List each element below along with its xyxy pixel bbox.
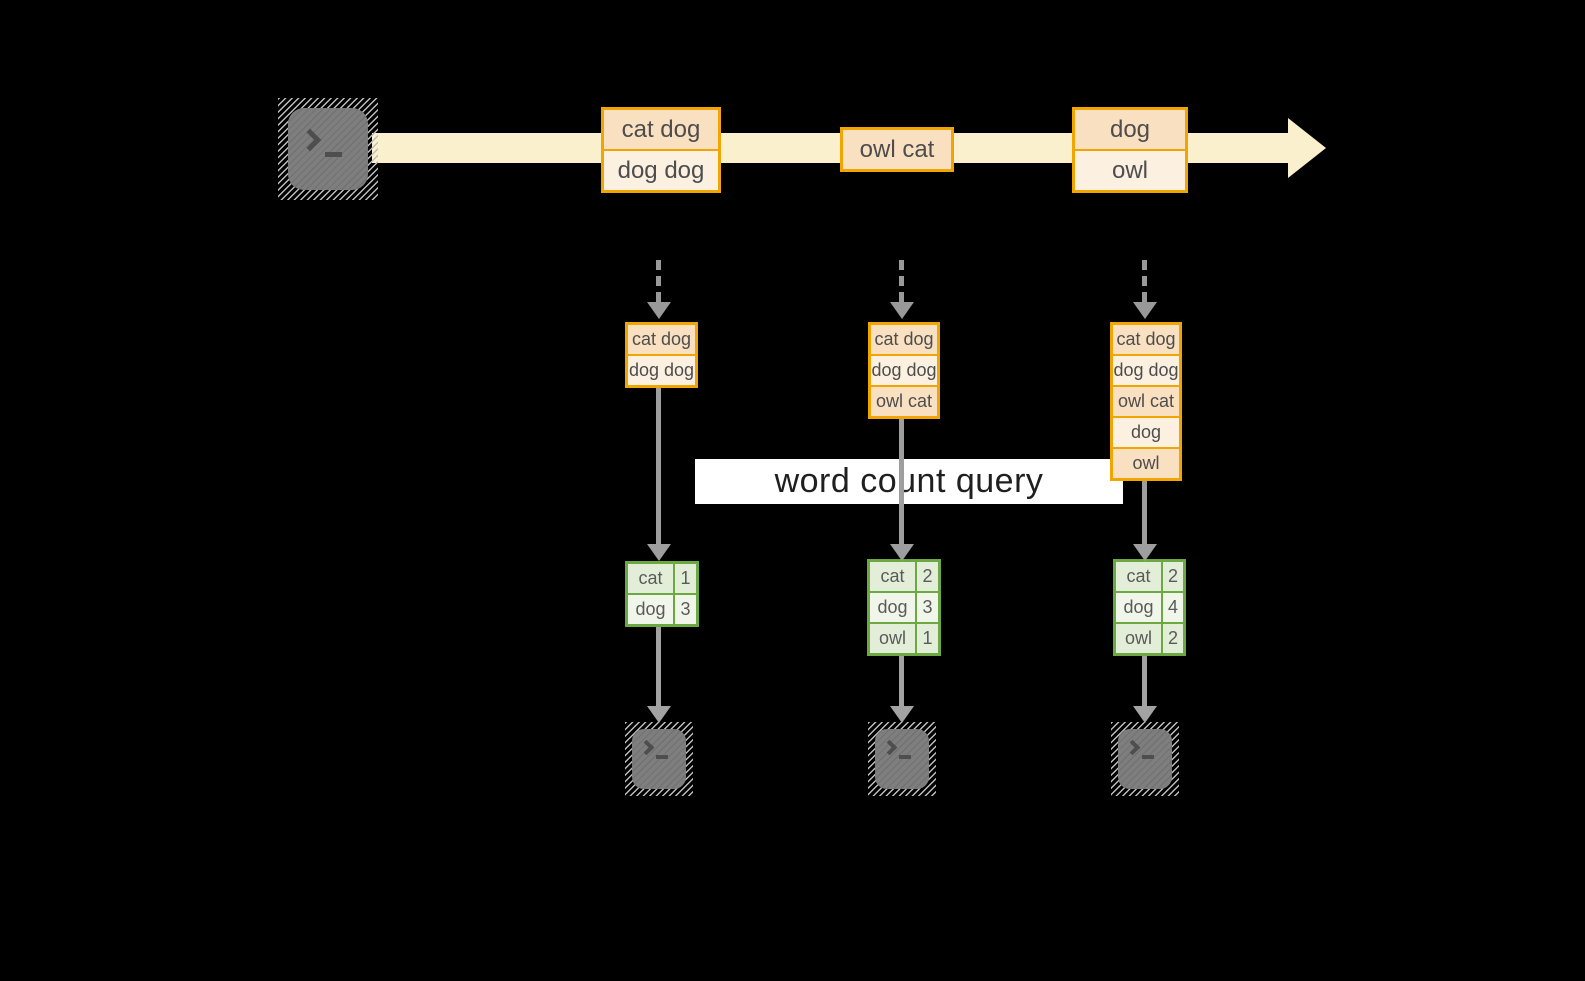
- prompt-underscore-icon: [656, 755, 668, 759]
- microbatch-stack-3: cat dog dog dog owl cat dog owl: [1110, 322, 1182, 481]
- word-cell: cat: [1116, 562, 1161, 591]
- down-arrow-head-icon: [890, 544, 914, 561]
- stream-batch-3: dog owl: [1072, 107, 1188, 193]
- count-cell: 1: [675, 564, 696, 593]
- table-row: cat 2: [870, 562, 938, 591]
- stream-batch-1: cat dog dog dog: [601, 107, 721, 193]
- word-cell: cat: [628, 564, 673, 593]
- dashed-arrow-line: [899, 260, 904, 302]
- count-cell: 3: [917, 593, 938, 622]
- stack-record: dog dog: [1113, 354, 1179, 385]
- stream-record: owl cat: [843, 130, 951, 169]
- stack-record: owl: [1113, 447, 1179, 478]
- table-row: cat 1: [628, 564, 696, 593]
- prompt-underscore-icon: [1142, 755, 1154, 759]
- prompt-underscore-icon: [899, 755, 911, 759]
- query-label: word count query: [774, 462, 1044, 500]
- prompt-chevron-icon: [881, 739, 898, 756]
- down-arrow-head-icon: [890, 706, 914, 723]
- count-cell: 3: [675, 595, 696, 624]
- down-arrow-head-icon: [1133, 706, 1157, 723]
- stack-record: owl cat: [871, 385, 937, 416]
- microbatch-stack-1: cat dog dog dog: [625, 322, 698, 388]
- sink-terminal-icon: [625, 722, 693, 796]
- stream-record: owl: [1075, 149, 1185, 190]
- prompt-chevron-icon: [1124, 739, 1141, 756]
- down-arrow-head-icon: [1133, 544, 1157, 561]
- stack-record: owl cat: [1113, 385, 1179, 416]
- prompt-chevron-icon: [298, 128, 322, 152]
- down-arrow-head-icon: [647, 544, 671, 561]
- word-cell: dog: [1116, 593, 1161, 622]
- source-terminal-icon: [278, 98, 378, 200]
- stream-batch-2: owl cat: [840, 127, 954, 172]
- down-arrow-head-icon: [1133, 302, 1157, 319]
- word-cell: owl: [1116, 624, 1161, 653]
- word-cell: dog: [628, 595, 673, 624]
- stack-record: cat dog: [1113, 325, 1179, 354]
- wordcount-table-2: cat 2 dog 3 owl 1: [867, 559, 941, 656]
- table-row: dog 3: [628, 595, 696, 624]
- table-row: dog 4: [1116, 593, 1183, 622]
- sink-arrow-line: [899, 656, 904, 706]
- query-arrow-line: [1142, 481, 1147, 544]
- word-cell: owl: [870, 624, 915, 653]
- query-label-strip: word count query: [695, 459, 1123, 504]
- stream-record: cat dog: [604, 110, 718, 149]
- stack-record: dog: [1113, 416, 1179, 447]
- stack-record: dog dog: [871, 354, 937, 385]
- count-cell: 4: [1163, 593, 1183, 622]
- down-arrow-head-icon: [647, 706, 671, 723]
- table-row: cat 2: [1116, 562, 1183, 591]
- down-arrow-head-icon: [647, 302, 671, 319]
- query-arrow-line: [656, 388, 661, 544]
- stack-record: cat dog: [871, 325, 937, 354]
- down-arrow-head-icon: [890, 302, 914, 319]
- sink-terminal-icon: [1111, 722, 1179, 796]
- table-row: owl 1: [870, 624, 938, 653]
- query-arrow-line: [899, 419, 904, 544]
- table-row: owl 2: [1116, 624, 1183, 653]
- stream-record: dog dog: [604, 149, 718, 190]
- word-cell: cat: [870, 562, 915, 591]
- stack-record: cat dog: [628, 325, 695, 354]
- sink-arrow-line: [1142, 656, 1147, 706]
- wordcount-table-3: cat 2 dog 4 owl 2: [1113, 559, 1186, 656]
- wordcount-table-1: cat 1 dog 3: [625, 561, 699, 627]
- word-cell: dog: [870, 593, 915, 622]
- microbatch-stack-2: cat dog dog dog owl cat: [868, 322, 940, 419]
- stream-record: dog: [1075, 110, 1185, 149]
- stack-record: dog dog: [628, 354, 695, 385]
- stream-arrow-head-icon: [1288, 118, 1326, 178]
- count-cell: 2: [917, 562, 938, 591]
- count-cell: 1: [917, 624, 938, 653]
- dashed-arrow-line: [1142, 260, 1147, 302]
- count-cell: 2: [1163, 624, 1183, 653]
- prompt-chevron-icon: [638, 739, 655, 756]
- dashed-arrow-line: [656, 260, 661, 302]
- table-row: dog 3: [870, 593, 938, 622]
- count-cell: 2: [1163, 562, 1183, 591]
- sink-arrow-line: [656, 627, 661, 706]
- prompt-underscore-icon: [325, 152, 342, 157]
- sink-terminal-icon: [868, 722, 936, 796]
